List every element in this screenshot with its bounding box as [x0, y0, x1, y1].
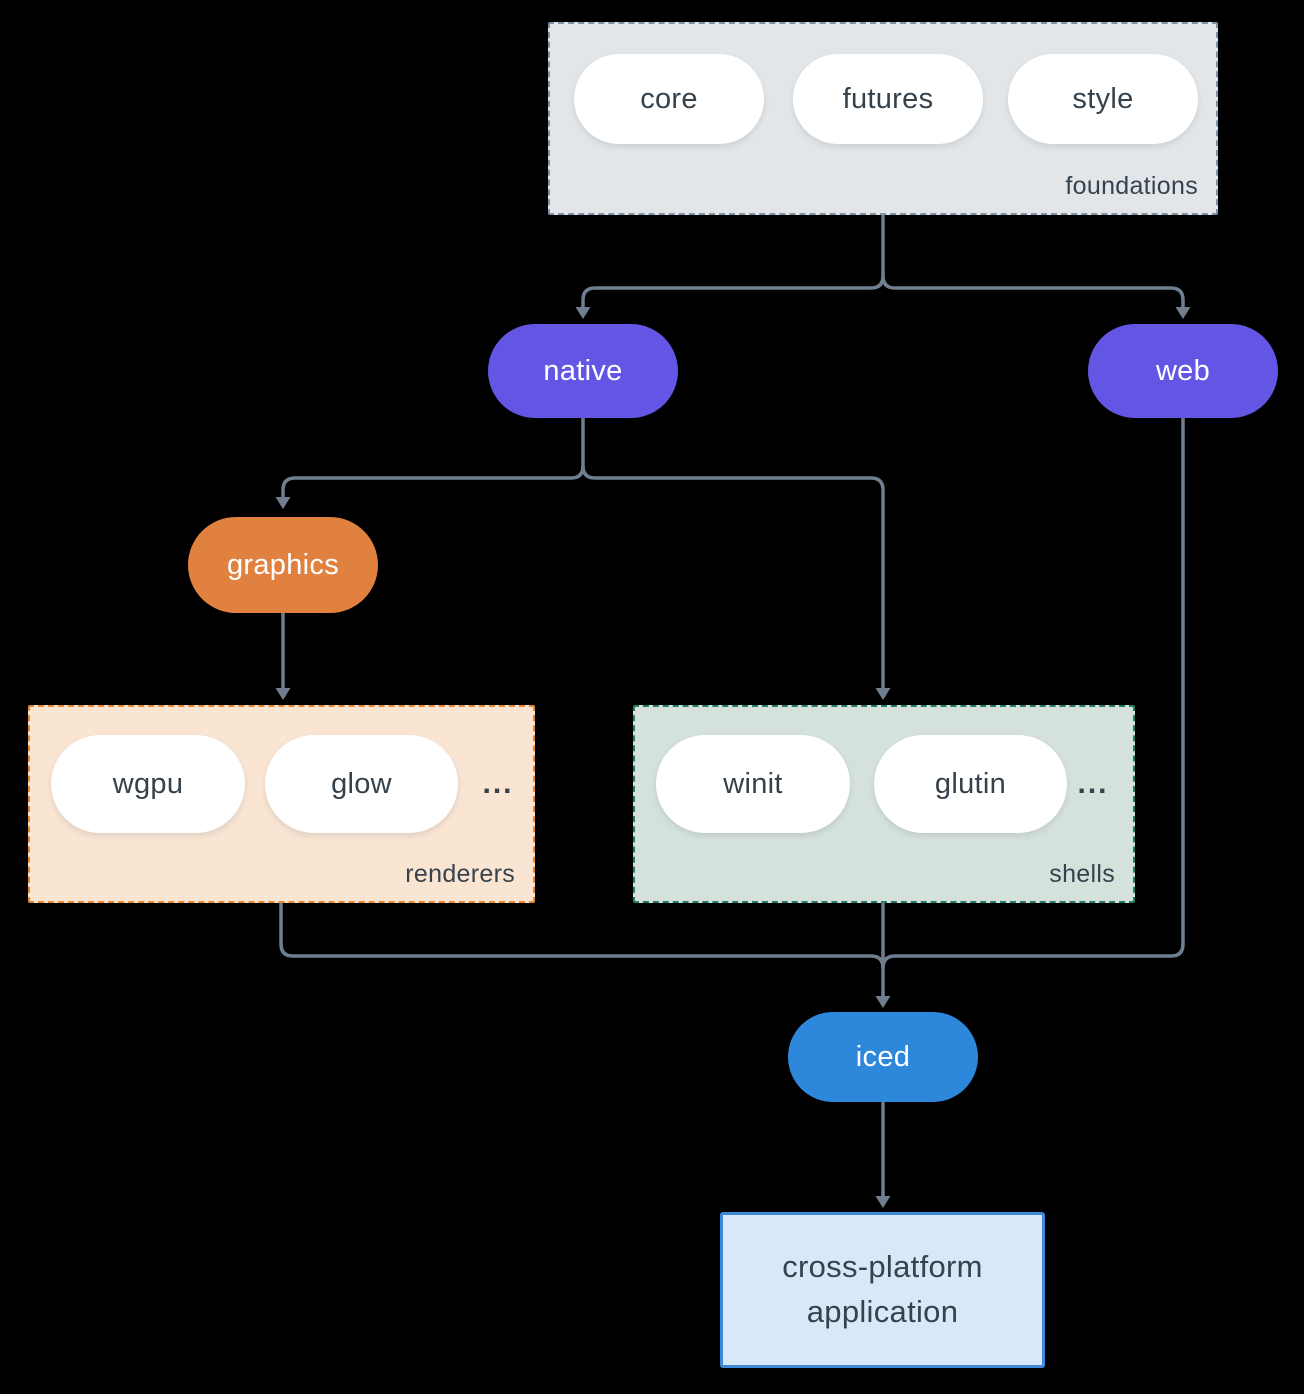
shells-ellipsis: ... [1077, 767, 1109, 800]
group-foundations: core futures style foundations [548, 22, 1218, 215]
arrowhead-web [1175, 307, 1191, 319]
node-iced: iced [788, 1012, 978, 1102]
node-wgpu: wgpu [51, 735, 245, 833]
node-style: style [1008, 54, 1198, 144]
edge-foundations-to-native [581, 275, 885, 307]
group-foundations-label: foundations [1065, 172, 1198, 200]
node-futures-label: futures [842, 82, 934, 115]
group-shells-label: shells [1049, 860, 1115, 888]
application-label-line2: application [806, 1294, 959, 1329]
application-label-line1: cross-platform [782, 1249, 983, 1285]
renderers-ellipsis: ... [482, 767, 514, 800]
arrowhead-graphics [275, 497, 291, 509]
group-renderers: wgpu glow ... renderers [28, 705, 535, 903]
node-winit-label: winit [723, 767, 783, 800]
node-web: web [1088, 324, 1278, 418]
arrowhead-renderers [275, 688, 291, 700]
group-renderers-label: renderers [405, 860, 515, 888]
node-native-label: native [543, 354, 623, 387]
node-futures: futures [793, 54, 983, 144]
node-web-label: web [1155, 354, 1211, 387]
edge-native-to-graphics [281, 465, 585, 497]
edge-native-to-shells [581, 465, 885, 688]
edge-foundations-to-web [881, 275, 1185, 307]
node-core: core [574, 54, 764, 144]
node-glow: glow [265, 735, 458, 833]
arrowhead-shells [875, 688, 891, 700]
arrowhead-native [575, 307, 591, 319]
node-style-label: style [1072, 82, 1134, 115]
node-glow-label: glow [331, 767, 392, 800]
node-wgpu-label: wgpu [112, 767, 184, 800]
node-core-label: core [640, 82, 698, 115]
node-glutin: glutin [874, 735, 1067, 833]
node-native: native [488, 324, 678, 418]
node-glutin-label: glutin [934, 767, 1007, 800]
edge-renderers-to-iced [279, 903, 885, 969]
arrowhead-iced [875, 996, 891, 1008]
arrowhead-application [875, 1196, 891, 1208]
node-iced-label: iced [855, 1040, 911, 1073]
group-shells: winit glutin ... shells [633, 705, 1135, 903]
node-winit: winit [656, 735, 850, 833]
node-graphics-label: graphics [226, 548, 339, 581]
node-graphics: graphics [188, 517, 378, 613]
node-cross-platform-application: cross-platform application [720, 1212, 1045, 1368]
